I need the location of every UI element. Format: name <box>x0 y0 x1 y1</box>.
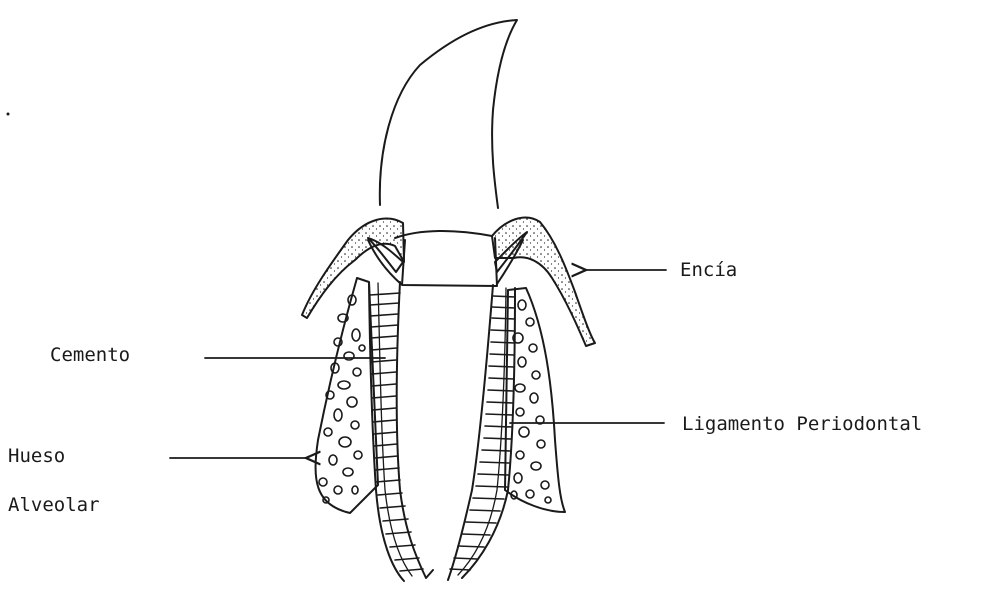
label-alveolar: Alveolar <box>8 494 100 516</box>
crown-neck-line <box>395 231 492 238</box>
stray-mark <box>7 113 10 116</box>
root-left-inner <box>397 282 433 578</box>
label-cemento: Cemento <box>50 344 130 366</box>
root-right-inner <box>448 285 493 580</box>
label-hueso: Hueso <box>8 445 65 467</box>
label-encia: Encía <box>680 259 737 281</box>
label-ligamento: Ligamento Periodontal <box>682 413 922 435</box>
bone-trabeculae-right <box>511 300 551 503</box>
tooth-crown <box>380 20 517 208</box>
ligament-fibers-left <box>370 293 423 571</box>
